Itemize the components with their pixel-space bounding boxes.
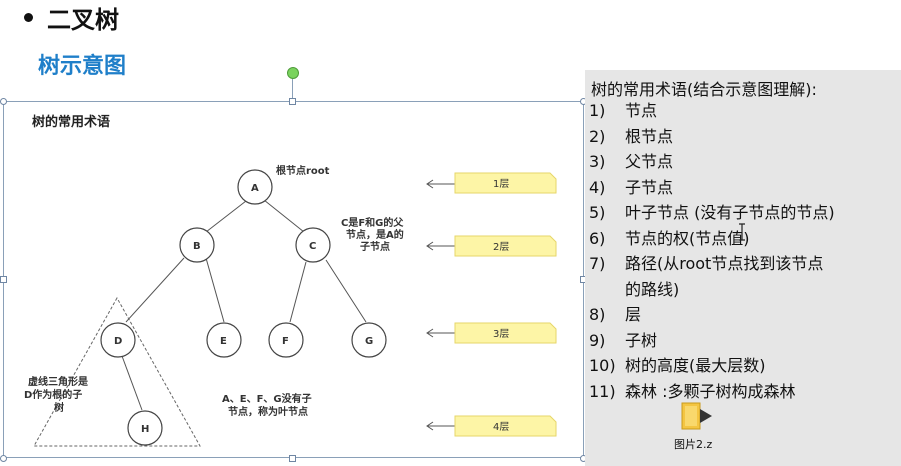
node-d <box>100 322 136 358</box>
node-f <box>268 322 304 358</box>
slide-heading: 二叉树 <box>6 0 119 35</box>
c-note-line-2: 节点，是A的 <box>346 228 404 241</box>
edge-a-c <box>263 199 305 233</box>
list-item: 8)层 <box>589 305 642 324</box>
node-h <box>127 410 163 446</box>
triangle-note-line-2: D作为根的子 <box>24 388 82 401</box>
triangle-note-line-1: 虚线三角形是 <box>28 375 88 388</box>
resize-handle-left[interactable] <box>0 276 7 283</box>
tree-edges <box>121 199 367 411</box>
list-item: 2)根节点 <box>589 126 674 146</box>
resize-handle-top[interactable] <box>289 98 296 105</box>
edge-d-h <box>121 355 143 411</box>
resize-handle-bottom[interactable] <box>289 455 296 462</box>
list-item: 3)父节点 <box>589 152 674 171</box>
file-label[interactable]: 图片2.z <box>674 438 713 451</box>
slide-subtitle: 树示意图 <box>38 54 127 79</box>
node-a-label: A <box>251 183 259 194</box>
node-d-label: D <box>114 336 122 347</box>
level-1-label: 1层 <box>493 178 509 190</box>
c-note-line-3: 子节点 <box>360 240 390 253</box>
list-item: 1)节点 <box>589 101 658 120</box>
slide-title: 二叉树 <box>47 6 119 34</box>
node-b <box>179 227 215 263</box>
edge-c-g <box>325 259 367 323</box>
leaf-note-line-2: 节点，称为叶节点 <box>228 405 308 418</box>
list-item: 10)树的高度(最大层数) <box>589 356 766 375</box>
edge-b-d <box>125 257 185 323</box>
diagram-title: 树的常用术语 <box>32 115 111 130</box>
resize-handle-top-left[interactable] <box>0 98 7 105</box>
list-item-continuation: 的路线) <box>625 279 680 299</box>
node-f-label: F <box>282 336 289 347</box>
node-e <box>206 322 242 358</box>
list-item: 11)森林 :多颗子树构成森林 <box>589 381 796 401</box>
edge-a-b <box>205 200 247 233</box>
level-4-label: 4层 <box>493 421 509 433</box>
bullet-icon <box>24 13 33 22</box>
node-g <box>351 322 387 358</box>
list-item: 4)子节点 <box>589 177 674 197</box>
node-c <box>295 227 331 263</box>
node-c-label: C <box>309 241 316 252</box>
text-cursor-icon <box>739 223 745 241</box>
list-item: 7)路径(从root节点找到该节点 <box>589 254 824 273</box>
leaf-note-line-1: A、E、F、G没有子 <box>222 392 312 405</box>
folder-file-icon[interactable] <box>680 399 714 433</box>
list-item: 6)节点的权(节点值) <box>589 228 750 248</box>
level-2-label: 2层 <box>493 241 509 253</box>
node-e-label: E <box>220 336 227 347</box>
node-g-label: G <box>365 336 373 347</box>
tree-svg: A B C D E F G H 根节点root C是F和G的父 节点，是A的 子… <box>24 164 557 447</box>
triangle-note-line-3: 树 <box>54 401 64 414</box>
node-b-label: B <box>193 241 201 252</box>
c-note-line-1: C是F和G的父 <box>341 216 404 229</box>
root-annotation: 根节点root <box>276 164 330 177</box>
edge-b-e <box>205 257 225 323</box>
subtree-triangle <box>33 296 201 447</box>
resize-handle-bottom-left[interactable] <box>0 455 7 462</box>
level-markers: 1层 2层 3层 4层 <box>426 172 557 437</box>
rotation-line <box>292 77 293 101</box>
node-h-label: H <box>141 424 149 435</box>
terms-list: 1)节点 2)根节点 3)父节点 4)子节点 5)叶子节点 (没有子节点的节点)… <box>589 98 835 404</box>
terms-panel <box>585 70 901 466</box>
edge-c-f <box>289 261 307 323</box>
list-item: 9)子树 <box>589 330 658 350</box>
list-item: 5)叶子节点 (没有子节点的节点) <box>589 203 835 222</box>
terms-title: 树的常用术语(结合示意图理解): <box>591 80 817 99</box>
node-a <box>237 169 273 205</box>
level-3-label: 3层 <box>493 328 509 340</box>
rotation-handle[interactable] <box>287 67 299 79</box>
